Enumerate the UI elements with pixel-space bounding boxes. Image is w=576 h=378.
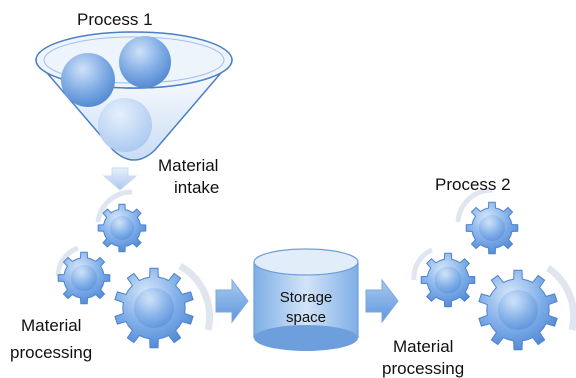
gear-hub	[479, 215, 505, 241]
process1-processing-label-line1: Material	[21, 316, 81, 335]
material-ball	[61, 53, 115, 107]
process2-title: Process 2	[435, 175, 511, 194]
gear-hub	[110, 216, 134, 240]
material-ball	[119, 36, 171, 88]
gear-icon	[97, 203, 147, 253]
rotation-arc	[178, 262, 214, 331]
process1-processing-label-line2: processing	[10, 343, 92, 362]
gear-icon	[57, 251, 111, 305]
process1-gears	[55, 189, 214, 349]
gear-icon	[114, 267, 194, 349]
gear-icon	[478, 269, 558, 351]
rotation-arc	[545, 265, 576, 331]
material-balls	[61, 36, 171, 152]
gear-icon	[420, 252, 476, 308]
gear-hub	[71, 265, 97, 291]
gear-hub	[498, 290, 538, 330]
process2-processing-label-line2: processing	[382, 359, 464, 378]
gear-icon	[465, 201, 519, 255]
flow-arrow-right	[365, 278, 399, 324]
process1-title: Process 1	[77, 10, 153, 29]
rotation-arc	[411, 247, 434, 281]
rotation-arc	[95, 189, 133, 223]
rotation-arc	[55, 245, 79, 277]
process2-processing-label-line1: Material	[393, 337, 453, 356]
process2-gears	[411, 187, 576, 351]
flow-arrow-right	[215, 278, 249, 324]
storage-cylinder: Storage space	[253, 248, 359, 351]
intake-down-arrow	[102, 167, 138, 191]
intake-label-line2: intake	[174, 178, 219, 197]
storage-label-line1: Storage	[280, 289, 333, 306]
material-ball	[98, 98, 152, 152]
gear-hub	[134, 288, 174, 328]
storage-label-line2: space	[286, 309, 326, 326]
gear-hub	[434, 266, 462, 294]
intake-label-line1: Material	[158, 156, 218, 175]
rotation-arc	[455, 187, 493, 223]
